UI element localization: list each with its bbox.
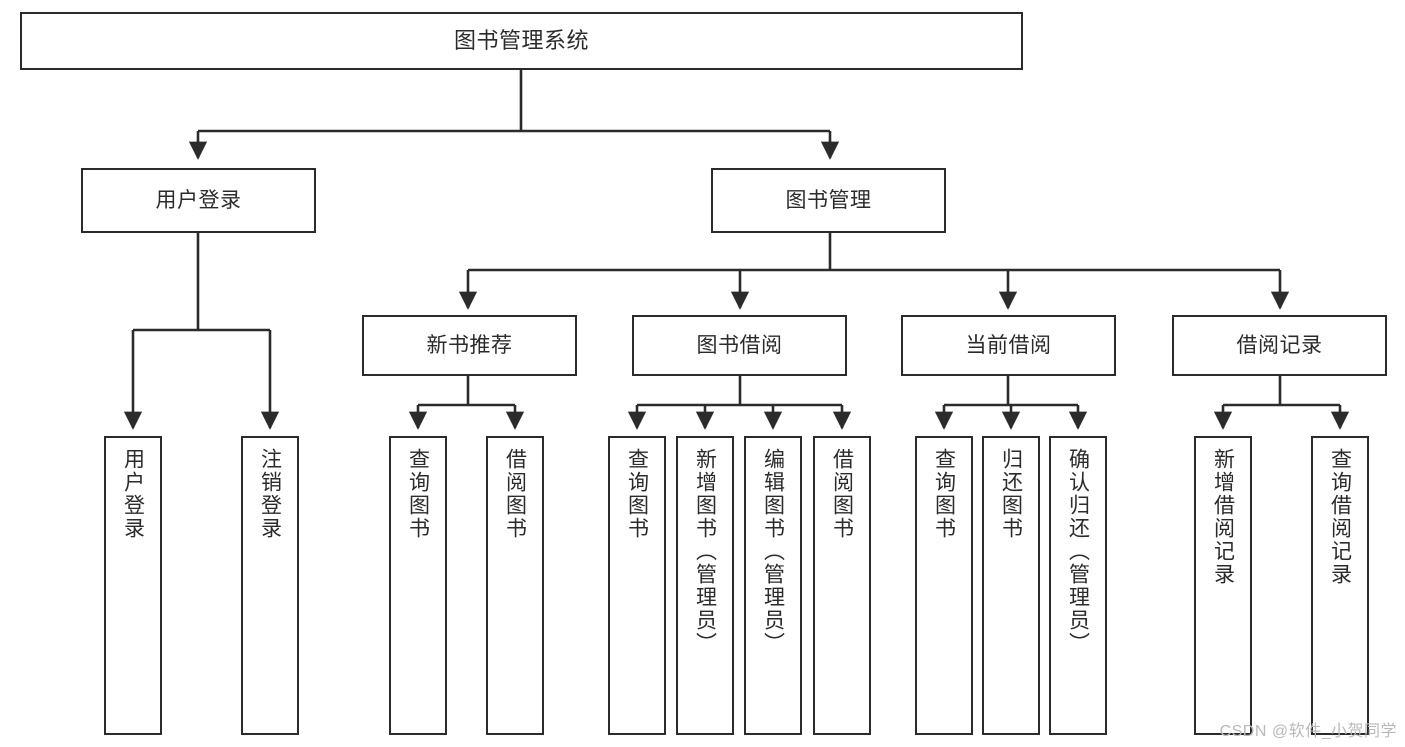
leaf-label: 查询借阅记录 <box>1328 448 1352 586</box>
leaf-label: 借阅图书 <box>503 448 527 540</box>
node-root-label: 图书管理系统 <box>453 27 589 53</box>
leaf-record-query[interactable]: 查询借阅记录 <box>1311 436 1369 735</box>
leaf-label: 查询图书 <box>932 448 956 540</box>
node-book-borrow-label: 图书借阅 <box>696 333 783 357</box>
leaf-borrow-add-book[interactable]: 新增图书（管理员） <box>676 436 734 735</box>
node-new-book-recommend[interactable]: 新书推荐 <box>362 315 577 376</box>
leaf-user-login-login[interactable]: 用户登录 <box>104 436 162 735</box>
leaf-user-login-logout[interactable]: 注销登录 <box>241 436 299 735</box>
leaf-label: 注销登录 <box>258 448 282 540</box>
node-current-borrow-label: 当前借阅 <box>965 333 1052 357</box>
leaf-label: 查询图书 <box>406 448 430 540</box>
leaf-label: 编辑图书（管理员） <box>761 448 785 655</box>
leaf-borrow-borrow-book[interactable]: 借阅图书 <box>813 436 871 735</box>
node-borrow-record-label: 借阅记录 <box>1236 333 1323 357</box>
node-book-management[interactable]: 图书管理 <box>711 168 946 233</box>
leaf-label: 归还图书 <box>999 448 1023 540</box>
node-current-borrow[interactable]: 当前借阅 <box>901 315 1116 376</box>
leaf-label: 新增图书（管理员） <box>693 448 717 655</box>
leaf-current-confirm-return[interactable]: 确认归还（管理员） <box>1049 436 1107 735</box>
leaf-new-book-query[interactable]: 查询图书 <box>389 436 447 735</box>
leaf-borrow-query-book[interactable]: 查询图书 <box>608 436 666 735</box>
leaf-new-book-borrow[interactable]: 借阅图书 <box>486 436 544 735</box>
node-new-book-recommend-label: 新书推荐 <box>426 333 513 357</box>
node-user-login[interactable]: 用户登录 <box>81 168 316 233</box>
leaf-current-return-book[interactable]: 归还图书 <box>982 436 1040 735</box>
leaf-label: 确认归还（管理员） <box>1066 448 1090 655</box>
leaf-label: 新增借阅记录 <box>1211 448 1235 586</box>
node-user-login-label: 用户登录 <box>155 188 242 212</box>
leaf-label: 用户登录 <box>121 448 145 540</box>
node-book-management-label: 图书管理 <box>785 188 872 212</box>
node-book-borrow[interactable]: 图书借阅 <box>632 315 847 376</box>
node-root[interactable]: 图书管理系统 <box>20 12 1023 70</box>
leaf-borrow-edit-book[interactable]: 编辑图书（管理员） <box>744 436 802 735</box>
node-borrow-record[interactable]: 借阅记录 <box>1172 315 1387 376</box>
leaf-label: 查询图书 <box>625 448 649 540</box>
leaf-current-query-book[interactable]: 查询图书 <box>915 436 973 735</box>
leaf-label: 借阅图书 <box>830 448 854 540</box>
leaf-record-add[interactable]: 新增借阅记录 <box>1194 436 1252 735</box>
watermark: CSDN @软件_小贺同学 <box>1219 723 1397 740</box>
